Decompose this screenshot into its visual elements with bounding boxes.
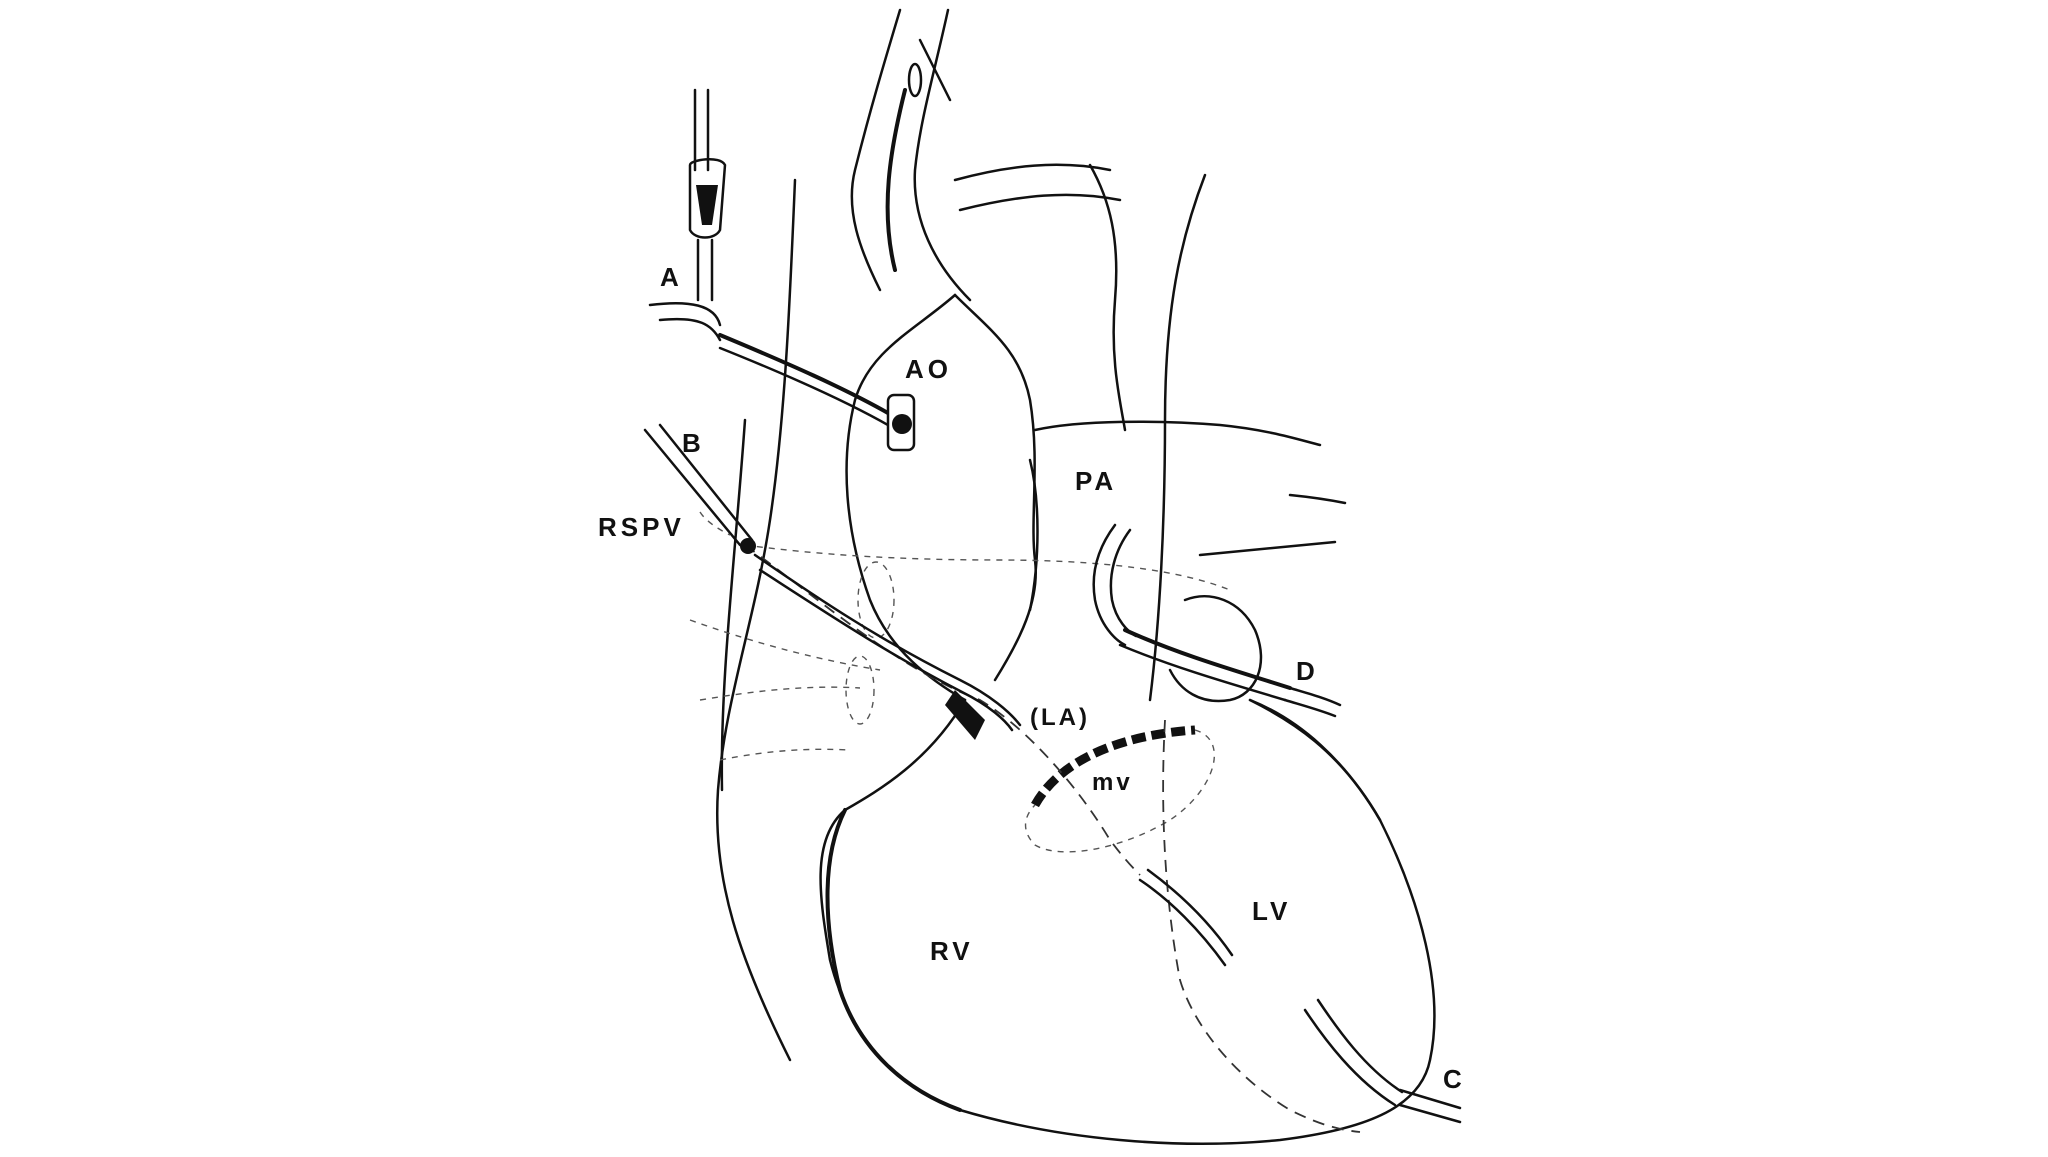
septum-dashed	[745, 545, 1360, 1132]
superior-vena-cava	[717, 180, 795, 1060]
cannula-b: B RSPV	[598, 425, 756, 554]
label-rspv: RSPV	[598, 512, 685, 542]
label-a: A	[660, 262, 683, 292]
cannula-c: C	[1305, 1000, 1466, 1122]
label-c: C	[1443, 1064, 1466, 1094]
pulmonary-artery: PA	[1030, 422, 1345, 610]
ascending-aorta: AO	[847, 295, 1036, 700]
left-atrial-appendage	[1170, 596, 1261, 701]
cannula-a: A	[650, 90, 914, 450]
label-lv: LV	[1252, 896, 1291, 926]
label-ao: AO	[905, 354, 952, 384]
label-rv: RV	[930, 936, 974, 966]
label-d: D	[1296, 656, 1319, 686]
label-la: (LA)	[1030, 704, 1090, 731]
mitral-valve: mv	[1026, 730, 1215, 852]
label-mv: mv	[1092, 769, 1133, 796]
heart-ventricles: RV LV	[821, 700, 1435, 1144]
label-pa: PA	[1075, 466, 1117, 496]
label-b: B	[682, 428, 705, 458]
